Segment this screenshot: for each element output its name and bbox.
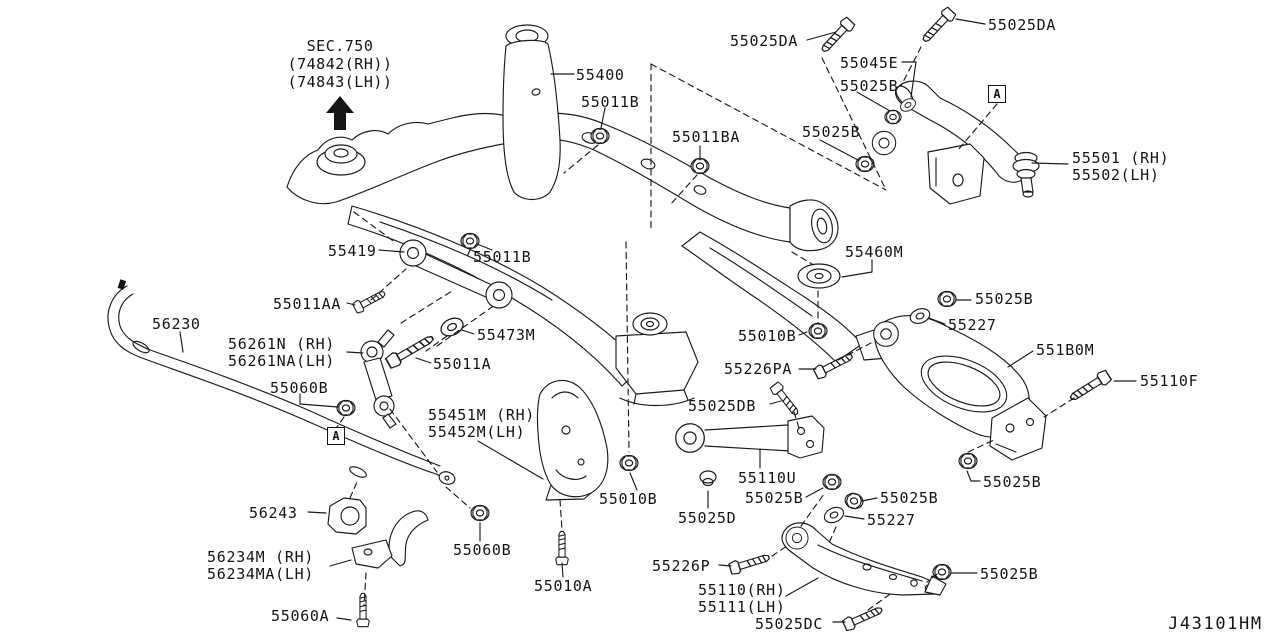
sec750-arrow	[326, 96, 354, 130]
section-callout-line: (74843(LH))	[287, 73, 393, 91]
shock-absorber-55400	[502, 24, 561, 201]
part-label: 55010B	[599, 490, 658, 508]
part-label: 55502(LH)	[1072, 166, 1160, 184]
part-label: 55025B	[975, 290, 1034, 308]
part-label: 55110F	[1140, 372, 1199, 390]
bracket-55451m	[536, 379, 609, 501]
radius-rod-55110u	[675, 415, 825, 487]
part-label: 55010B	[738, 327, 797, 345]
section-callout-line: SEC.750	[306, 37, 374, 55]
part-label: 55060A	[271, 607, 330, 625]
stabilizer-bushing-56243	[327, 497, 367, 535]
part-label: 55400	[576, 66, 625, 84]
connecting-rod-55419	[399, 239, 513, 309]
detail-marker: A	[327, 427, 345, 445]
part-label: 55226P	[652, 557, 711, 575]
part-label: 56261N (RH)	[228, 335, 336, 353]
part-label: 56261NA(LH)	[228, 352, 336, 370]
part-label: 55011B	[473, 248, 532, 266]
stabilizer-bar-56230	[107, 279, 456, 485]
part-label: 55419	[328, 242, 377, 260]
section-callout: SEC.750 (74842(RH)) (74843(LH))	[287, 37, 393, 91]
detail-marker: A	[988, 85, 1006, 103]
part-label: 55110U	[738, 469, 797, 487]
spring-seat-55460m	[797, 263, 841, 289]
part-label: 55025B	[745, 489, 804, 507]
part-label: 55111(LH)	[698, 598, 786, 616]
rear-lower-arm-55110	[781, 522, 947, 596]
upper-link-55501	[871, 80, 1040, 205]
reference-dashed-lines	[336, 46, 1075, 611]
part-label: 55010A	[534, 577, 593, 595]
stabilizer-bracket-56234m	[351, 510, 429, 569]
part-label: 55011A	[433, 355, 492, 373]
part-label: 55110(RH)	[698, 581, 786, 599]
stabilizer-link-56261n	[360, 329, 397, 429]
part-label: 56243	[249, 504, 298, 522]
part-label: 55226PA	[724, 360, 793, 378]
part-label: 55451M (RH)	[428, 406, 536, 424]
part-label: 55452M(LH)	[428, 423, 526, 441]
drawing-code: J43101HM	[1168, 614, 1263, 634]
part-label: 55025DC	[755, 615, 824, 633]
part-label: 55025DB	[688, 397, 757, 415]
part-label: 551B0M	[1036, 341, 1095, 359]
part-label: 56234MA(LH)	[207, 565, 315, 583]
part-label: 55025DA	[988, 16, 1057, 34]
part-label: 55025B	[802, 123, 861, 141]
part-label: 55025B	[880, 489, 939, 507]
part-label: 56234M (RH)	[207, 548, 315, 566]
part-label: 55011B	[581, 93, 640, 111]
part-label: 55025B	[840, 77, 899, 95]
part-label: 55060B	[270, 379, 329, 397]
part-label: 55011BA	[672, 128, 741, 146]
lower-arm-551b0m	[873, 315, 1047, 461]
part-label: 55501 (RH)	[1072, 149, 1170, 167]
part-label: 55060B	[453, 541, 512, 559]
part-label: 55045E	[840, 54, 899, 72]
part-label: 55025B	[983, 473, 1042, 491]
part-label: 55011AA	[273, 295, 342, 313]
part-label: 55227	[867, 511, 916, 529]
leader-lines	[179, 18, 1137, 623]
part-label: 55473M	[477, 326, 536, 344]
part-label: 55025D	[678, 509, 737, 527]
part-label: 56230	[152, 315, 201, 333]
section-callout-line: (74842(RH))	[287, 55, 393, 73]
part-label: 55460M	[845, 243, 904, 261]
part-label: 55025B	[980, 565, 1039, 583]
part-label: 55025DA	[730, 32, 799, 50]
part-label: 55227	[948, 316, 997, 334]
